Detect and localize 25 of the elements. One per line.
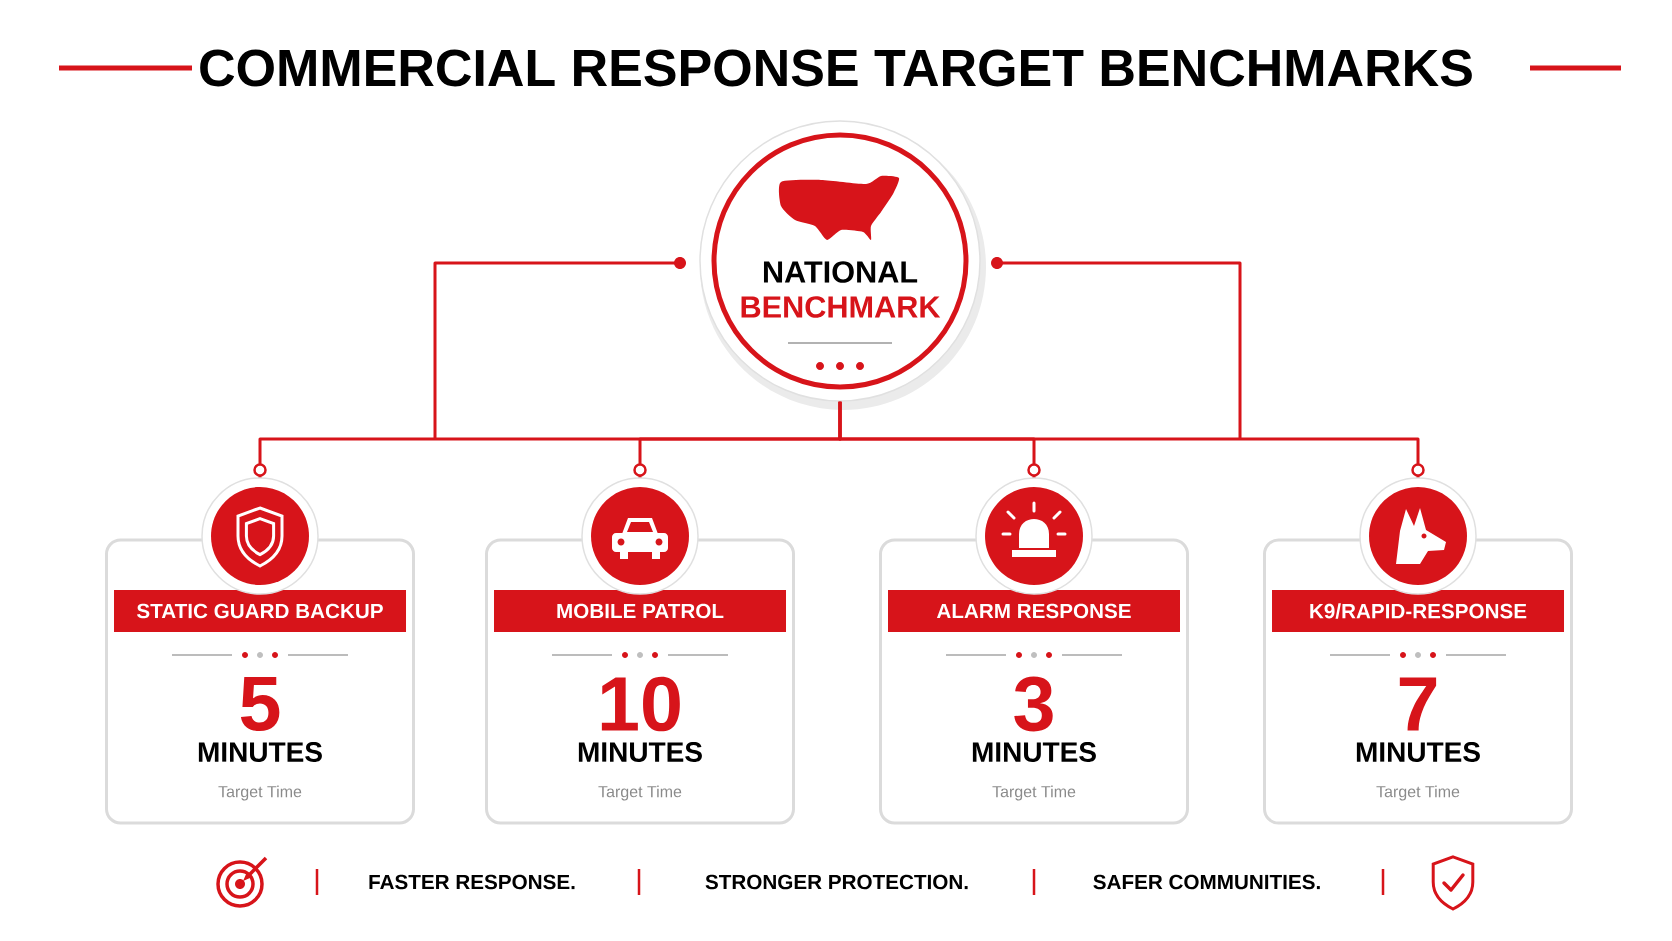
node-label: MINUTES <box>578 742 702 762</box>
node-label: 3 <box>1014 676 1053 732</box>
title: COMMERCIAL RESPONSE TARGET BENCHMARKS <box>200 49 1472 87</box>
node-label: Target Time <box>598 785 682 801</box>
node-label: MINUTES <box>1356 742 1480 762</box>
node-label: Target Time <box>218 785 302 801</box>
node-label: ALARM RESPONSE <box>936 603 1131 619</box>
benchmark-card: MOBILE PATROL 10 MINUTES Target Time <box>485 538 795 825</box>
node-label: 10 <box>601 676 680 732</box>
benchmark-card: STATIC GUARD BACKUP 5 MINUTES Target Time <box>105 538 415 825</box>
benchmark-card: K9/RAPID-RESPONSE 7 MINUTES Target Time <box>1263 538 1573 825</box>
node-label: MINUTES <box>972 742 1096 762</box>
node-label: K9/RAPID-RESPONSE <box>1310 603 1527 619</box>
node-label: Target Time <box>1376 785 1460 801</box>
node-label: MINUTES <box>198 742 322 762</box>
node-label: Target Time <box>992 785 1076 801</box>
node-label: STATIC GUARD BACKUP <box>136 603 383 619</box>
tagline: STRONGER PROTECTION. <box>705 874 968 890</box>
tagline: FASTER RESPONSE. <box>369 874 575 890</box>
node-label: MOBILE PATROL <box>557 603 724 619</box>
node-label: 7 <box>1399 677 1437 731</box>
benchmark-card: ALARM RESPONSE 3 MINUTES Target Time <box>879 538 1189 825</box>
node-label: 5 <box>240 677 280 731</box>
tagline: SAFER COMMUNITIES. <box>1093 874 1320 890</box>
connector <box>838 401 1420 464</box>
